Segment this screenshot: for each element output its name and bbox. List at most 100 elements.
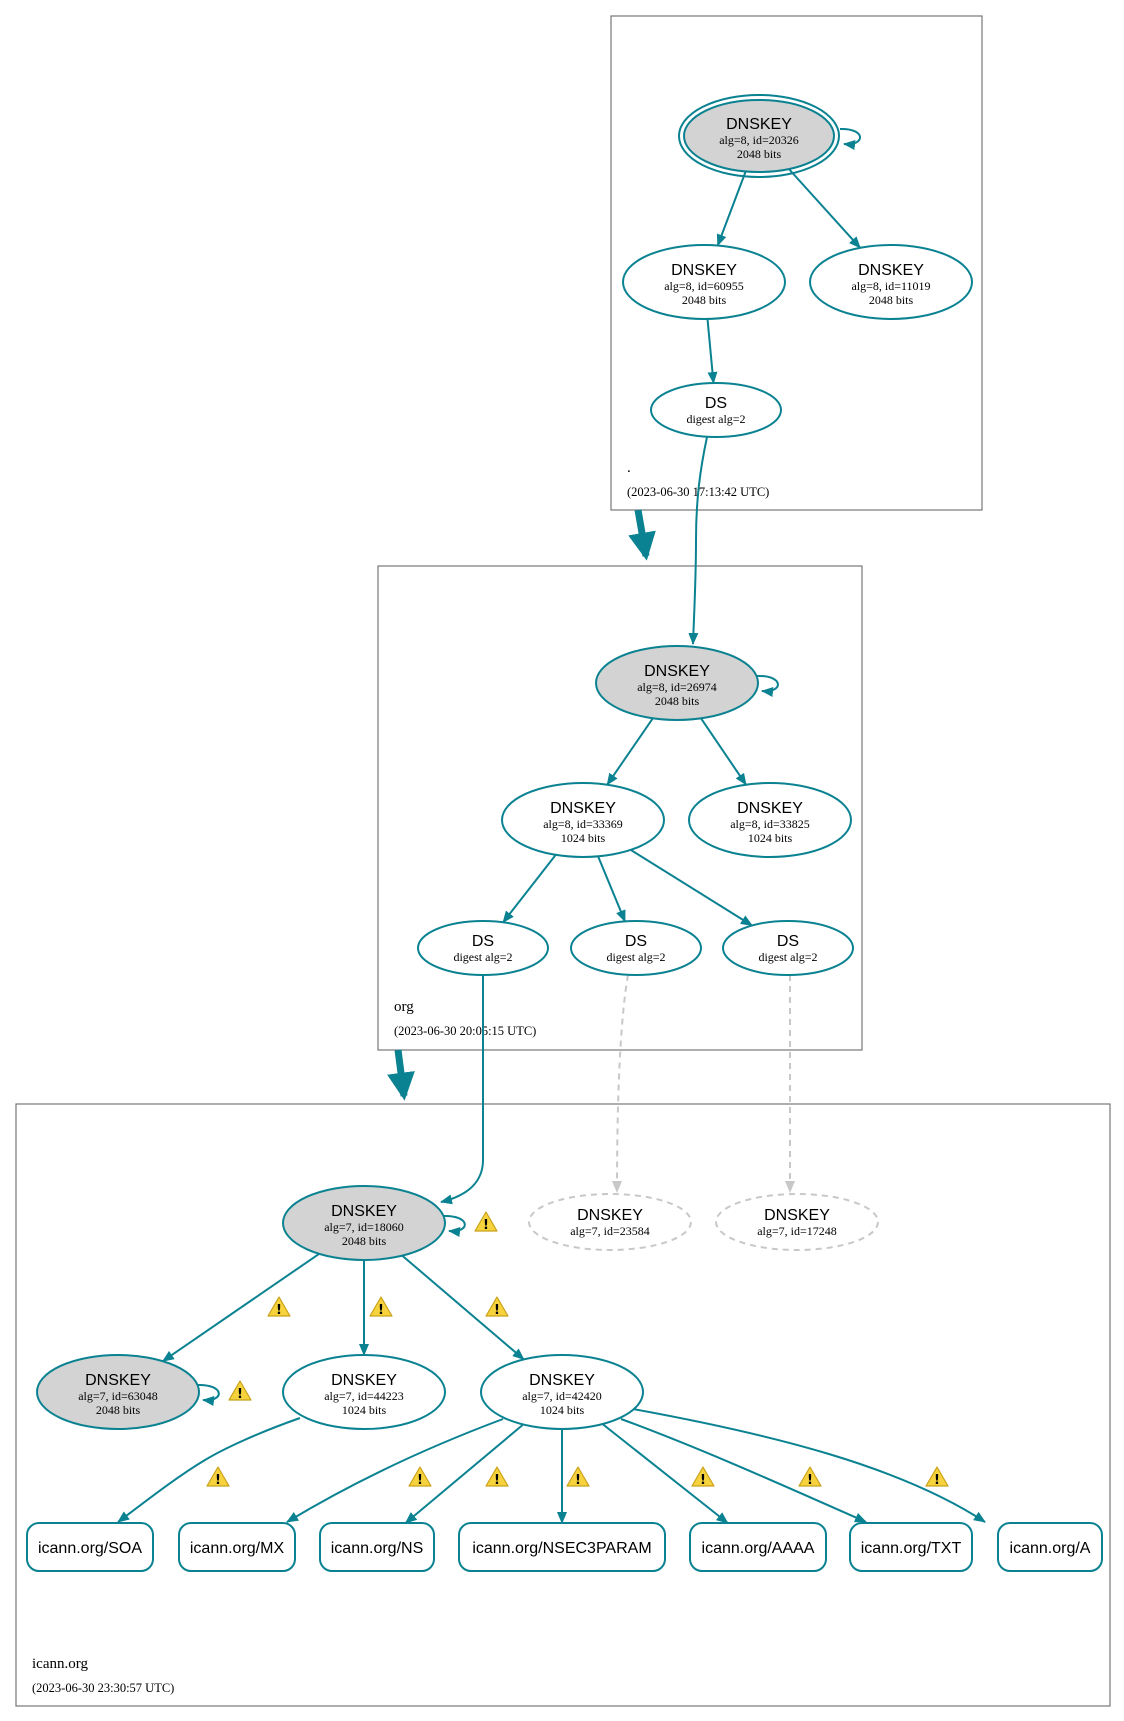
node-size-label: 2048 bits	[342, 1234, 387, 1248]
rrset-label: icann.org/AAAA	[702, 1540, 815, 1557]
node-type-label: DNSKEY	[644, 663, 710, 680]
node-size-label: 1024 bits	[342, 1403, 387, 1417]
node-detail-label: alg=8, id=20326	[719, 133, 799, 147]
node-type-label: DNSKEY	[858, 262, 924, 279]
warning-icon: !	[228, 1380, 252, 1402]
edge-icann-k42420-to-rr-ns	[404, 1423, 524, 1524]
zone-timestamp: (2023-06-30 20:05:15 UTC)	[394, 1024, 536, 1038]
node-type-label: DNSKEY	[331, 1203, 397, 1220]
rrset-node-rr-a[interactable]: icann.org/A	[997, 1522, 1103, 1572]
edge-org-ds2-to-icann-missing1	[612, 974, 629, 1193]
svg-text:!: !	[276, 1303, 282, 1318]
node-type-label: DNSKEY	[737, 800, 803, 817]
node-size-label: 1024 bits	[748, 831, 793, 845]
node-detail-label: alg=8, id=60955	[664, 279, 744, 293]
svg-text:!: !	[934, 1473, 940, 1488]
node-detail-label: digest alg=2	[453, 950, 512, 964]
edge-icann-k42420-to-rr-mx	[286, 1418, 504, 1523]
edge-icann-ksk-to-icann-k42420	[401, 1254, 525, 1361]
rrset-node-rr-soa[interactable]: icann.org/SOA	[26, 1522, 154, 1572]
node-type-label: DS	[705, 395, 727, 412]
node-size-label: 2048 bits	[655, 694, 700, 708]
edge-org-zsk1-to-org-ds1	[502, 854, 557, 924]
edge-icann-k42420-to-rr-aaaa	[601, 1423, 729, 1524]
delegation-org-to-icann	[387, 1049, 415, 1101]
node-detail-label: alg=7, id=17248	[757, 1224, 837, 1238]
edge-org-ksk-to-org-ksk	[756, 674, 779, 697]
edge-root-ksk-to-root-zsk1	[716, 171, 747, 247]
node-size-label: 1024 bits	[540, 1403, 585, 1417]
warning-icon: !	[566, 1466, 590, 1488]
edge-icann-k63048-to-icann-k63048	[196, 1383, 220, 1406]
rrset-label: icann.org/NS	[331, 1540, 424, 1557]
svg-text:!: !	[700, 1473, 706, 1488]
zone-timestamp: (2023-06-30 23:30:57 UTC)	[32, 1681, 174, 1695]
node-type-label: DNSKEY	[85, 1372, 151, 1389]
warning-icon: !	[798, 1466, 822, 1488]
warning-icon: !	[267, 1296, 291, 1318]
node-type-label: DNSKEY	[577, 1207, 643, 1224]
svg-text:!: !	[215, 1473, 221, 1488]
node-type-label: DNSKEY	[550, 800, 616, 817]
node-detail-label: digest alg=2	[758, 950, 817, 964]
svg-text:!: !	[494, 1303, 500, 1318]
node-size-label: 2048 bits	[869, 293, 914, 307]
edge-org-ksk-to-org-zsk2	[700, 717, 747, 786]
edge-root-ds-to-org-ksk	[688, 436, 708, 645]
rrset-node-rr-aaaa[interactable]: icann.org/AAAA	[689, 1522, 827, 1572]
edges	[117, 127, 986, 1524]
edge-org-zsk1-to-org-ds2	[597, 856, 626, 923]
rrset-label: icann.org/MX	[190, 1540, 285, 1557]
node-detail-label: alg=8, id=33825	[730, 817, 810, 831]
node-size-label: 2048 bits	[737, 147, 782, 161]
rrset-node-rr-ns[interactable]: icann.org/NS	[319, 1522, 435, 1572]
edge-icann-ksk-to-icann-k63048	[161, 1252, 320, 1363]
rrset-label: icann.org/SOA	[38, 1540, 142, 1557]
svg-text:!: !	[378, 1303, 384, 1318]
node-type-label: DS	[625, 933, 647, 950]
zone-name: icann.org	[32, 1656, 88, 1672]
rrset-node-rr-nsec3param[interactable]: icann.org/NSEC3PARAM	[458, 1522, 666, 1572]
edge-org-ksk-to-org-zsk1	[606, 717, 654, 786]
edge-root-ksk-to-root-ksk	[839, 127, 861, 150]
node-detail-label: alg=7, id=44223	[324, 1389, 404, 1403]
node-type-label: DNSKEY	[764, 1207, 830, 1224]
rrset-node-rr-txt[interactable]: icann.org/TXT	[849, 1522, 973, 1572]
rrset-node-rr-mx[interactable]: icann.org/MX	[178, 1522, 296, 1572]
svg-text:!: !	[417, 1473, 423, 1488]
svg-text:!: !	[483, 1218, 489, 1233]
edge-root-zsk1-to-root-ds	[706, 318, 718, 384]
rrset-label: icann.org/TXT	[861, 1540, 962, 1557]
node-detail-label: alg=7, id=63048	[78, 1389, 158, 1403]
node-detail-label: digest alg=2	[606, 950, 665, 964]
rrset-label: icann.org/NSEC3PARAM	[472, 1540, 651, 1557]
node-detail-label: digest alg=2	[686, 412, 745, 426]
node-detail-label: alg=8, id=11019	[851, 279, 930, 293]
svg-text:!: !	[575, 1473, 581, 1488]
node-type-label: DS	[472, 933, 494, 950]
edge-icann-k42420-to-rr-txt	[620, 1418, 867, 1523]
node-detail-label: alg=8, id=26974	[637, 680, 717, 694]
zone-name: .	[627, 460, 631, 476]
node-size-label: 2048 bits	[96, 1403, 141, 1417]
svg-text:!: !	[237, 1387, 243, 1402]
node-size-label: 1024 bits	[561, 831, 606, 845]
